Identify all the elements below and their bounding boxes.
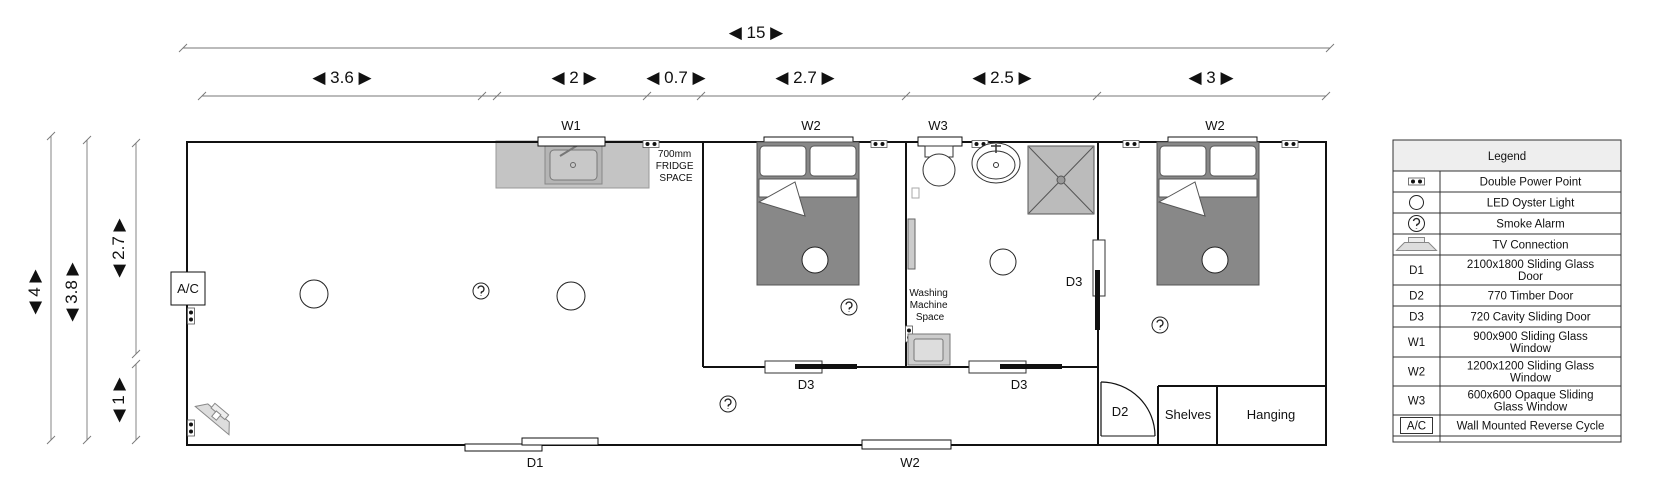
power-point-icon [870,140,888,148]
legend-row: LED Oyster Light [1393,195,1621,214]
dimension-segment-3: ◀ 0.7 ▶ [646,68,706,87]
legend-code: W1 [1408,337,1425,349]
door-d3-bedroom-1: D3 [764,360,857,392]
window-w2-bottom: W2 [861,439,952,470]
door-d3-bathroom: D3 [968,360,1062,392]
washing-machine-label: Washing Machine Space [909,288,950,323]
dimension-vertical-3: ◀ 2.7 ▶ [109,217,128,277]
legend-row: Double Power Point [1393,177,1621,193]
legend-description: 770 Timber Door [1488,291,1574,303]
svg-text:D3: D3 [1066,274,1083,289]
legend-code: W3 [1408,396,1425,408]
legend-code: W2 [1408,367,1425,379]
legend-row: D2 770 Timber Door [1393,291,1621,307]
svg-text:W1: W1 [561,118,581,133]
smoke-alarm-icon [840,298,858,316]
tv-connection-icon [1395,237,1438,251]
dimension-segment-1: ◀ 3.6 ▶ [312,68,372,87]
legend-description: Double Power Point [1480,177,1582,189]
svg-text:W2: W2 [1205,118,1225,133]
svg-text:W2: W2 [900,455,920,470]
bathroom-rail-icon [907,218,916,270]
dimension-segment-4: ◀ 2.7 ▶ [775,68,835,87]
legend-code: D1 [1409,265,1424,277]
legend-description: Smoke Alarm [1496,219,1564,231]
legend-code: A/C [1407,421,1426,433]
fridge-space-label: 700mm FRIDGE SPACE [656,149,697,184]
power-point-icon [1408,177,1425,186]
kitchen-bench [495,140,650,189]
toilet-icon [922,145,956,187]
door-d1: D1 [464,437,599,470]
svg-text:D3: D3 [1011,377,1028,392]
legend-row: D3 720 Cavity Sliding Door [1393,312,1621,328]
legend-code: D3 [1409,312,1424,324]
smoke-alarm-icon [1151,316,1169,334]
wall-fitting-icon [911,187,920,199]
svg-text:D3: D3 [798,377,815,392]
oyster-lights [299,248,1017,311]
smoke-alarm-icon [1407,214,1426,233]
legend-code: D2 [1409,291,1424,303]
legend-title: Legend [1488,151,1526,163]
laundry-tub-icon [907,333,951,366]
basin-icon [971,142,1021,184]
shelves-label: Shelves [1165,407,1212,422]
door-d2: D2 [1100,381,1156,437]
legend-row: A/C Wall Mounted Reverse Cycle [1393,417,1621,437]
power-point-icon [642,140,660,148]
svg-text:W2: W2 [801,118,821,133]
tv-connection-icon [194,402,230,436]
window-w1: W1 [537,118,606,147]
dimension-total [178,43,1335,53]
svg-text:A/C: A/C [177,281,199,296]
svg-text:W3: W3 [928,118,948,133]
dimension-vertical-2: ◀ 3.8 ▶ [62,261,81,321]
dimension-segment-6: ◀ 3 ▶ [1188,68,1234,87]
dimension-segment-5: ◀ 2.5 ▶ [972,68,1032,87]
oyster-light-icon [989,248,1017,276]
hanging-label: Hanging [1247,407,1295,422]
oyster-light-icon [1409,195,1424,210]
smoke-alarm-icon [719,395,737,413]
dimension-segments [197,91,1331,101]
bed-icon [1156,141,1260,286]
shower-icon [1027,145,1095,215]
door-d3-bedroom-2: D3 [1066,239,1106,330]
dimension-total-label: ◀ 15 ▶ [729,23,784,42]
oyster-light-icon [556,281,586,311]
dimension-vertical-lines [46,131,141,445]
power-point-icon [187,419,195,437]
legend-row: TV Connection [1393,237,1621,256]
legend-row: Smoke Alarm [1393,214,1621,235]
power-point-icon [1122,140,1140,148]
legend-description: LED Oyster Light [1487,198,1575,210]
dimension-vertical-1: ◀ 4 ▶ [25,269,44,315]
svg-text:D1: D1 [527,455,544,470]
legend-description: 720 Cavity Sliding Door [1470,312,1590,324]
svg-text:D2: D2 [1112,404,1129,419]
power-point-icon [187,307,195,325]
oyster-light-icon [299,279,329,309]
legend-description: Wall Mounted Reverse Cycle [1457,421,1605,433]
bed-icon [756,141,860,286]
power-point-icon [1281,140,1299,148]
ac-unit: A/C [170,271,206,306]
dimension-segment-2: ◀ 2 ▶ [551,68,597,87]
dimension-vertical-4: ◀ 1 ▶ [109,377,128,423]
smoke-alarm-icon [472,282,490,300]
window-w3: W3 [917,118,963,147]
legend-description: TV Connection [1492,240,1568,252]
